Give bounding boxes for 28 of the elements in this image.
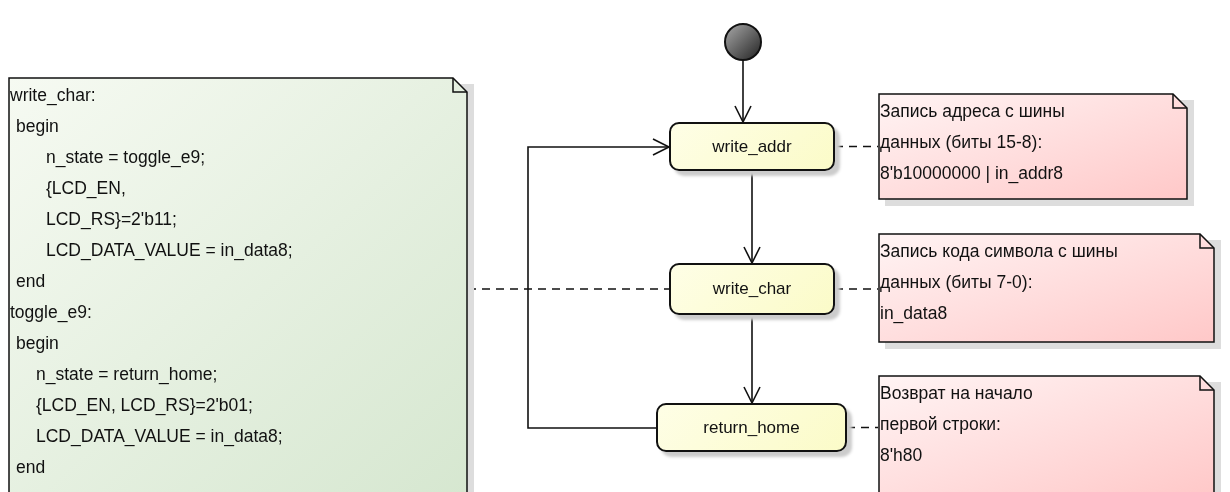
start-node — [724, 23, 762, 61]
code-line: begin — [16, 115, 59, 138]
arrow — [743, 170, 761, 264]
state-box: write_addr — [669, 122, 835, 171]
code-line: begin — [16, 332, 59, 355]
code-line: n_state = return_home; — [36, 363, 218, 387]
arrow — [527, 138, 670, 429]
code-line: write_char: — [10, 84, 96, 108]
code-line: {LCD_EN, LCD_RS}=2'b01; — [36, 394, 253, 418]
arrow — [743, 314, 761, 404]
note-text: Возврат на начало первой строки: — [880, 382, 1034, 436]
note-text: Запись кода символа с шины данных (биты 7-0): — [880, 240, 1119, 294]
code-line: end — [16, 270, 46, 293]
code-line: end — [16, 456, 46, 479]
code-line: LCD_DATA_VALUE = in_data8; — [46, 239, 293, 263]
connector-line — [846, 426, 879, 429]
code-line: LCD_RS}=2'b11; — [46, 208, 177, 232]
arrow — [734, 59, 752, 123]
code-line: toggle_e9: — [10, 301, 92, 325]
note-text: 8'h80 — [880, 444, 923, 467]
state-box: write_char — [669, 263, 835, 315]
note-text: Запись адреса с шины данных (биты 15-8): — [880, 100, 1066, 154]
code-line: {LCD_EN, — [46, 177, 126, 201]
note-text: in_data8 — [880, 302, 948, 326]
code-line: LCD_DATA_VALUE = in_data8; — [36, 425, 283, 449]
note-text: 8'b10000000 | in_addr8 — [880, 162, 1064, 186]
state-box: return_home — [656, 403, 847, 452]
code-line: n_state = toggle_e9; — [46, 146, 206, 170]
